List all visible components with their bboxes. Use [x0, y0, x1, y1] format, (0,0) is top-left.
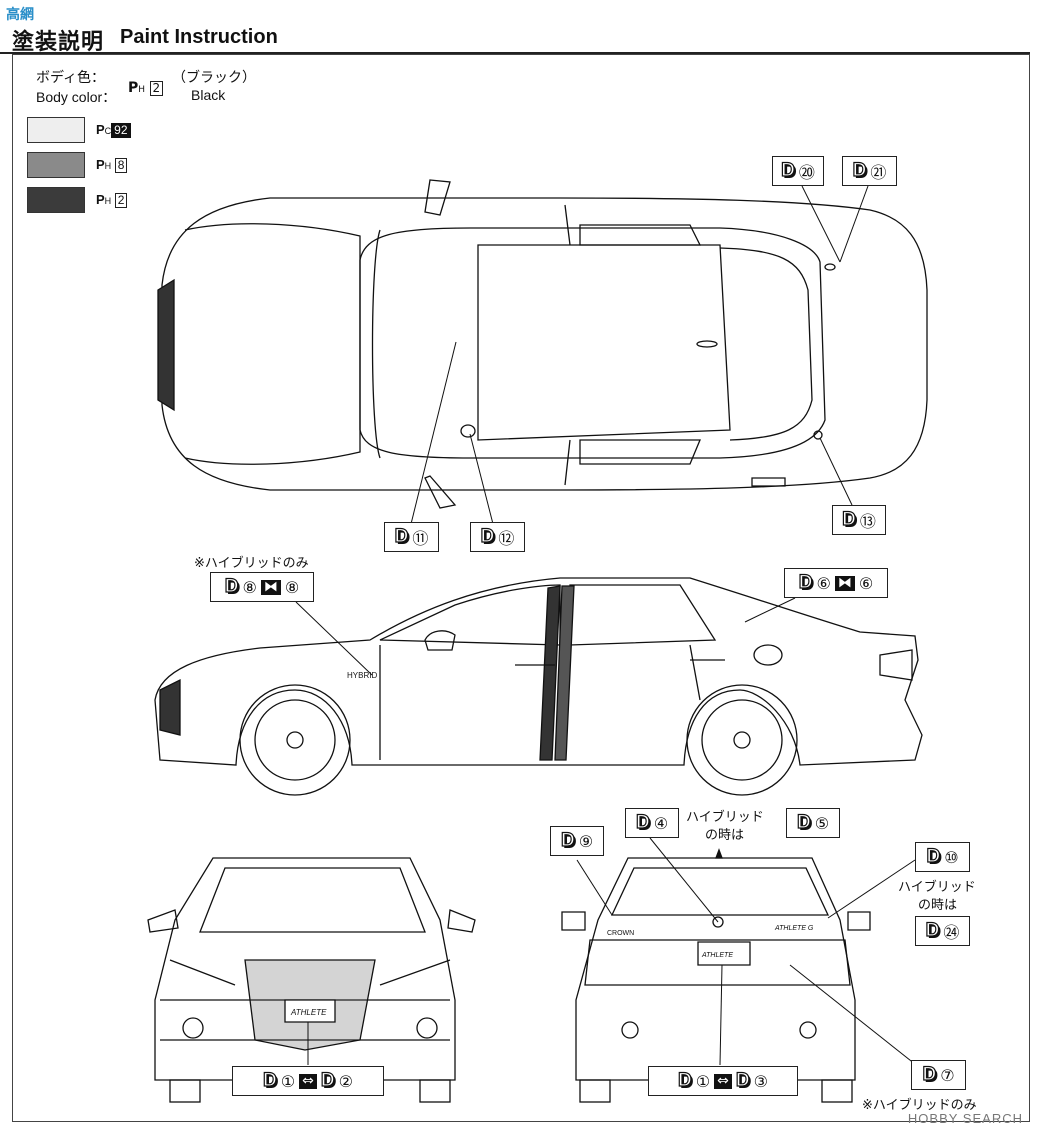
car-front-view: ATHLETE: [147, 857, 476, 1103]
page-title-jp: 塗装説明: [12, 30, 105, 55]
car-top-view: [157, 179, 928, 509]
side-hybrid-badge: HYBRID: [347, 671, 377, 680]
page-title-en: Paint Instruction: [120, 26, 278, 48]
body-color-label-en: Body color：: [36, 89, 117, 105]
body-color-code: PH 2: [128, 80, 164, 96]
body-color-name-en: Black: [191, 87, 226, 103]
note-hybrid-only-side: ※ハイブリッドのみ: [194, 556, 309, 571]
car-rear-view: ATHLETE CROWN ATHLETE G: [561, 848, 871, 1103]
swatch-light-grey: [27, 117, 85, 143]
swatch-mid-grey: [27, 152, 85, 178]
body-color-label-jp: ボディ色：: [36, 70, 106, 86]
swatch-black: [27, 187, 85, 213]
swap-icon: ⇔: [299, 1073, 317, 1089]
note-hybrid-when-2b: の時は: [918, 898, 958, 913]
car-side-view: HYBRID: [154, 577, 923, 796]
front-plate-text: ATHLETE: [290, 1008, 327, 1017]
instruction-frame: [12, 54, 1030, 1122]
swatch-label-ph2: PH 2: [96, 192, 128, 208]
bowtie-icon: ⧓: [834, 575, 855, 591]
title-divider: [0, 52, 1030, 54]
rear-badge-text: ATHLETE G: [774, 925, 814, 932]
swatch-label-ph8: PH 8: [96, 157, 128, 173]
body-color-name-jp: （ブラック）: [172, 70, 256, 86]
note-hybrid-when-1b: の時は: [705, 828, 745, 843]
rear-brand-text: CROWN: [607, 930, 634, 937]
bowtie-icon: ⧓: [260, 579, 281, 595]
note-hybrid-when-1a: ハイブリッド: [686, 810, 764, 825]
watermark-logo: 高網: [6, 7, 34, 23]
note-hybrid-when-2a: ハイブリッド: [898, 880, 976, 895]
rear-plate-text: ATHLETE: [701, 952, 733, 959]
leader-lines: [295, 185, 926, 1073]
watermark-hobbysearch: HOBBY SEARCH: [907, 1111, 1023, 1126]
note-hybrid-only-rear: ※ハイブリッドのみ: [862, 1098, 977, 1113]
swap-icon: ⇔: [714, 1073, 732, 1089]
